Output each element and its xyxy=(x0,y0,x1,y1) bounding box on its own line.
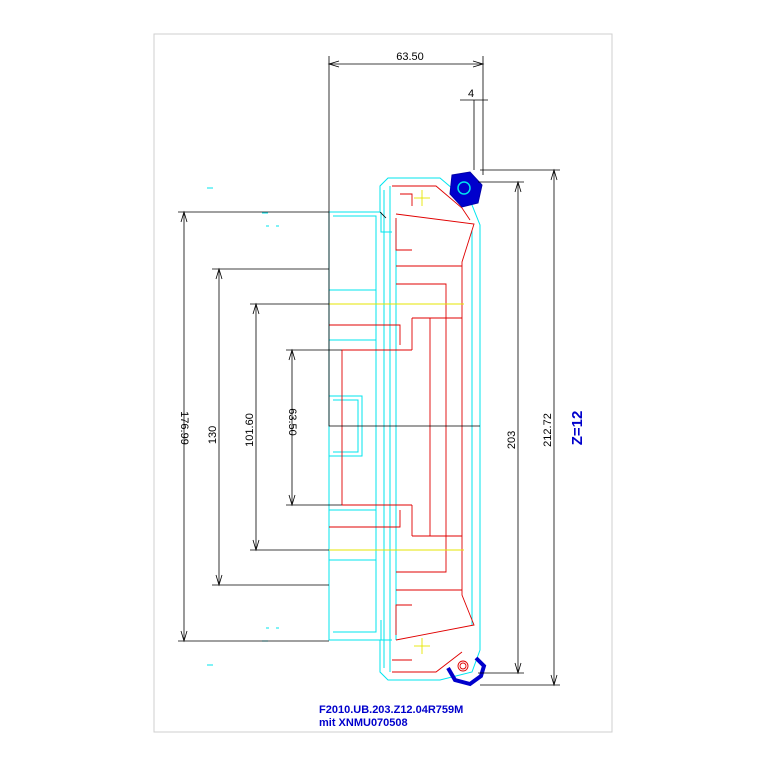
teeth-count-label: Z=12 xyxy=(569,411,586,446)
cutter-body-outline xyxy=(207,177,481,681)
insert-top xyxy=(449,171,483,208)
insert-note: mit XNMU070508 xyxy=(319,717,408,729)
dim-width: 63.50 xyxy=(396,51,424,63)
dim-offset: 4 xyxy=(468,88,474,100)
part-number: F2010.UB.203.Z12.04R759M xyxy=(319,704,463,716)
drawing-frame xyxy=(153,33,613,733)
centerlines xyxy=(329,190,464,654)
dim-diameter-101: 101.60 xyxy=(244,413,256,447)
dim-diameter-63: 63.50 xyxy=(286,408,298,436)
internal-geometry xyxy=(329,185,475,673)
dimension-lines xyxy=(178,56,560,687)
dim-diameter-130: 130 xyxy=(207,426,219,444)
dim-outer-diameter: 212.72 xyxy=(542,413,554,447)
insert-bottom xyxy=(446,656,487,687)
dim-diameter-176: 176.99 xyxy=(178,411,190,445)
dim-nominal-diameter: 203 xyxy=(506,431,518,449)
